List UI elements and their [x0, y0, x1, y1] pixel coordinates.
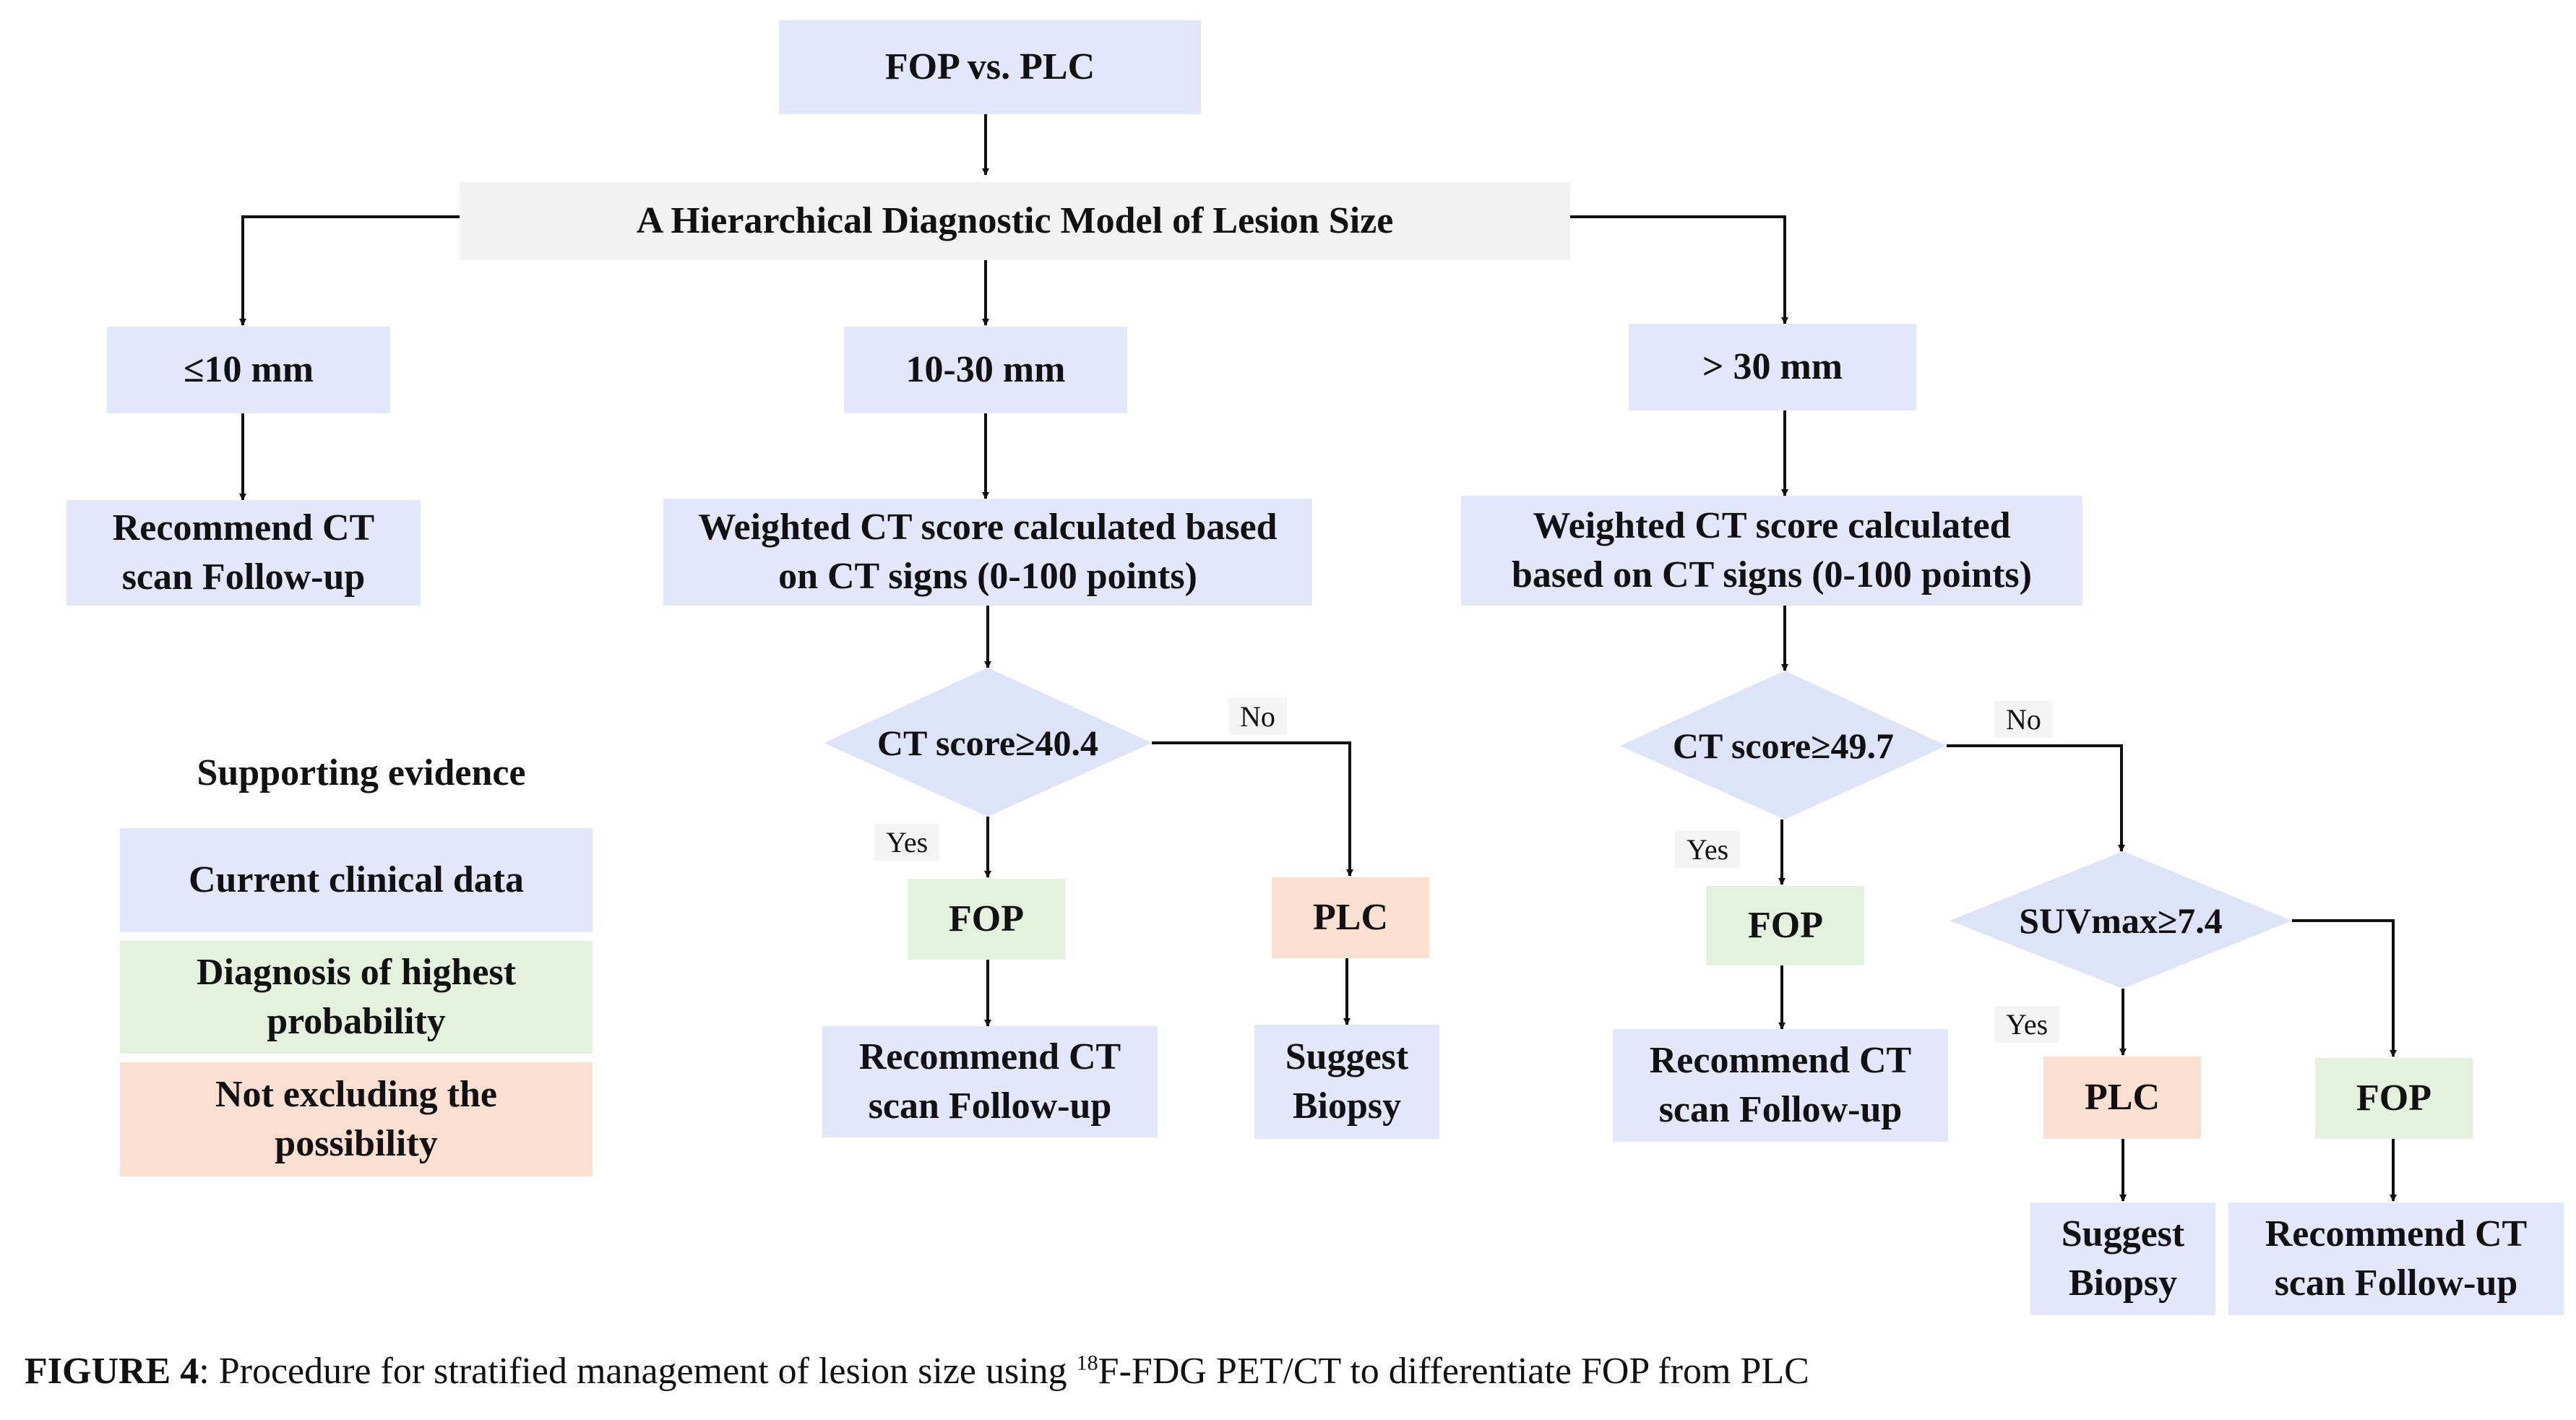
large-fop-node: FOP: [1707, 886, 1864, 965]
legend-title: Supporting evidence: [197, 752, 526, 793]
medium-no-label: No: [1228, 698, 1287, 735]
figure-caption: FIGURE 4: Procedure for stratified manag…: [25, 1350, 1809, 1393]
suv-yes-label: Yes: [1994, 1006, 2060, 1043]
legend-item-clinical-data: Current clinical data: [120, 828, 593, 932]
caption-text-before: Procedure for stratified management of l…: [218, 1351, 1077, 1392]
size-medium-node: 10-30 mm: [844, 327, 1127, 413]
small-action-node: Recommend CT scan Follow-up: [66, 500, 421, 606]
large-score-node: Weighted CT score calculated based on CT…: [1461, 496, 2082, 606]
large-yes-label: Yes: [1675, 831, 1741, 868]
medium-fop-action-node: Recommend CT scan Follow-up: [822, 1026, 1158, 1137]
large-decision-diamond: [1620, 671, 1947, 819]
size-small-node: ≤10 mm: [107, 327, 390, 413]
large-no-label: No: [1994, 701, 2053, 738]
caption-superscript: 18: [1076, 1351, 1098, 1375]
arrow-model-to-small: [239, 215, 460, 326]
legend-item-highest-probability: Diagnosis of highest probability: [120, 941, 593, 1054]
caption-text-after: F-FDG PET/CT to differentiate FOP from P…: [1098, 1351, 1809, 1392]
legend-item-not-excluding: Not excluding the possibility: [120, 1062, 593, 1176]
suv-plc-node: PLC: [2043, 1057, 2201, 1139]
root-node: FOP vs. PLC: [779, 20, 1201, 114]
medium-decision-label: CT score≥40.4: [876, 723, 1099, 763]
arrow-suv-no: [2292, 919, 2397, 1057]
suv-fop-action-node: Recommend CT scan Follow-up: [2228, 1202, 2564, 1315]
arrow-model-to-large: [1570, 215, 1788, 324]
size-large-node: > 30 mm: [1629, 324, 1916, 410]
medium-yes-label: Yes: [874, 824, 940, 861]
suv-decision-diamond: [1950, 851, 2292, 989]
suv-plc-action-node: Suggest Biopsy: [2030, 1202, 2215, 1315]
caption-label: FIGURE 4: [25, 1351, 199, 1392]
large-decision-label: CT score≥49.7: [1672, 726, 1895, 766]
large-fop-action-node: Recommend CT scan Follow-up: [1613, 1029, 1948, 1142]
arrow-large-no: [1947, 744, 2125, 852]
medium-fop-node: FOP: [908, 879, 1065, 960]
medium-plc-action-node: Suggest Biopsy: [1254, 1025, 1439, 1139]
model-node: A Hierarchical Diagnostic Model of Lesio…: [460, 182, 1570, 260]
suv-decision-label: SUVmax≥7.4: [2019, 900, 2223, 941]
medium-plc-node: PLC: [1272, 877, 1429, 958]
medium-decision-diamond: [824, 668, 1152, 817]
caption-separator: :: [199, 1351, 219, 1392]
suv-fop-node: FOP: [2315, 1058, 2473, 1139]
arrow-medium-no: [1152, 741, 1353, 877]
medium-score-node: Weighted CT score calculated based on CT…: [663, 499, 1312, 606]
